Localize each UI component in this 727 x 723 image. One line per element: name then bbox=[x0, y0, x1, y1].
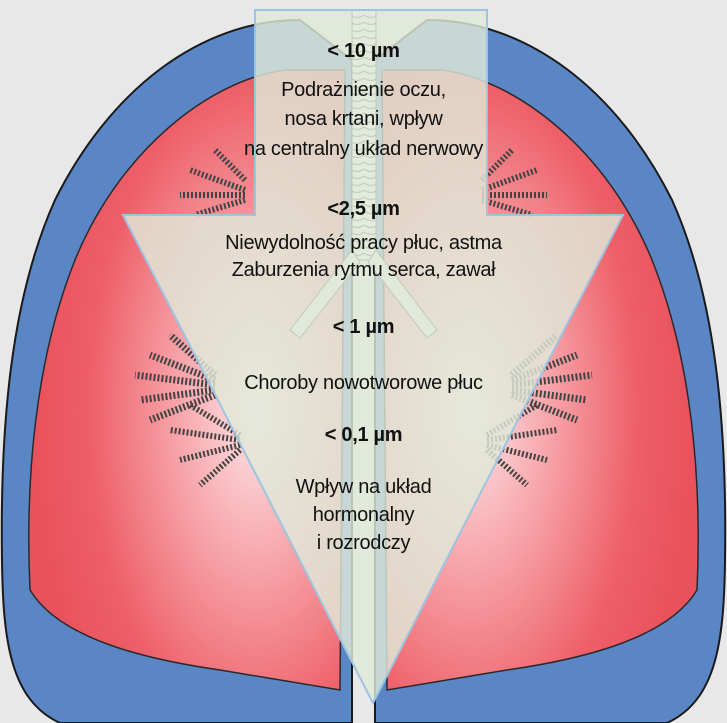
level-1-effect-line-3: na centralny układ nerwowy bbox=[0, 136, 727, 163]
level-2-effect-line-2: Zaburzenia rytmu serca, zawał bbox=[0, 257, 727, 284]
level-2-size: <2,5 µm bbox=[0, 196, 727, 223]
level-3-effect-line-1: Choroby nowotworowe płuc bbox=[0, 370, 727, 397]
level-4-effect-line-2: hormonalny bbox=[0, 502, 727, 529]
level-2-effect-line-1: Niewydolność pracy płuc, astma bbox=[0, 230, 727, 257]
level-4-effect-line-1: Wpływ na układ bbox=[0, 474, 727, 501]
level-1-size: < 10 µm bbox=[0, 38, 727, 65]
level-4-effect-line-3: i rozrodczy bbox=[0, 530, 727, 557]
level-1-effect-line-2: nosa krtani, wpływ bbox=[0, 106, 727, 133]
level-4-size: < 0,1 µm bbox=[0, 422, 727, 449]
level-3-size: < 1 µm bbox=[0, 314, 727, 341]
level-1-effect-line-1: Podrażnienie oczu, bbox=[0, 77, 727, 104]
